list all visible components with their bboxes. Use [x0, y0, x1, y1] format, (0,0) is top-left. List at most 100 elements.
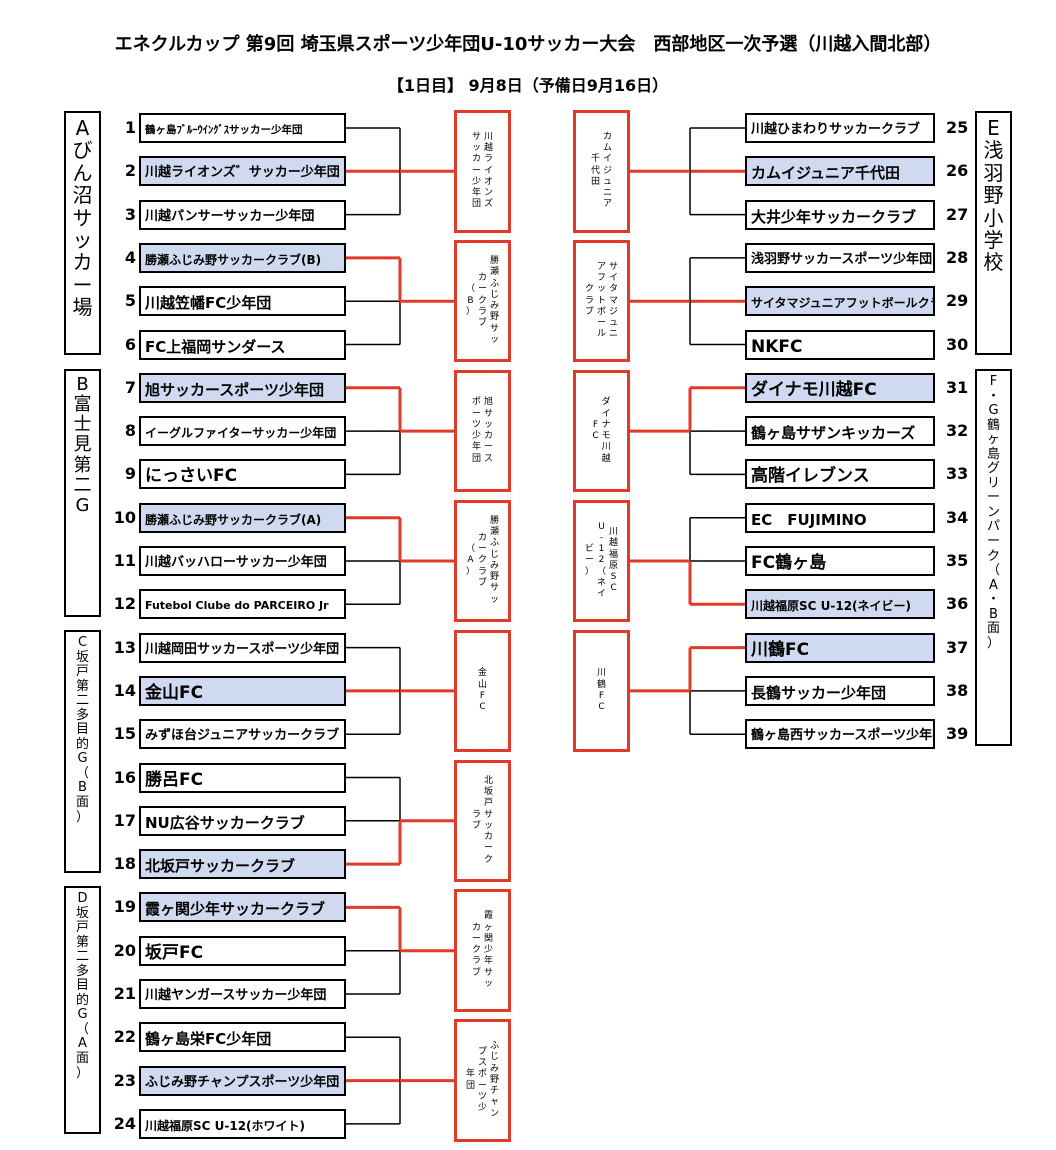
winner-char: ッ [596, 284, 606, 295]
winner-char: ル [596, 329, 606, 340]
team-number: 10 [113, 507, 136, 527]
winner-char: ニ [609, 329, 619, 340]
winner-char: ブ [477, 318, 487, 329]
venue-label-char: 的 [75, 736, 89, 752]
winner-char: 田 [590, 176, 600, 187]
team-box: Futebol Clube do PARCEIRO Jr [139, 589, 346, 620]
venue-label-char: 戸 [75, 920, 89, 936]
venue-label-char: 場 [72, 295, 93, 320]
team-number: 26 [946, 161, 969, 181]
winner-char: カ [471, 154, 481, 165]
venue-label-char: 的 [75, 992, 89, 1008]
winner-char: 年 [471, 188, 481, 199]
winner-char: カ [477, 273, 487, 284]
winner-char: 勝 [490, 515, 500, 526]
venue-label-char: パ [986, 519, 1000, 535]
winner-char: ） [584, 566, 594, 577]
winner-char: C [598, 702, 605, 713]
winner-char: 北 [484, 775, 494, 786]
winner-char: イ [484, 165, 494, 176]
winner-text-column: 勝瀬ふじみ野サッ [490, 256, 499, 346]
venue-label-char: ン [986, 504, 1000, 520]
venue-label-char: 見 [73, 434, 92, 456]
venue-label-char: 目 [75, 978, 89, 994]
winner-text-column: ふじみ野チャン [490, 1041, 499, 1120]
winner-char: 瀬 [490, 527, 500, 538]
team-box: 霞ヶ関少年サッカークラブ [139, 892, 346, 923]
team-box: 金山FC [139, 675, 346, 706]
venue-label-char: B [78, 780, 87, 796]
winner-char: F [598, 690, 605, 701]
winner-char: 鶴 [596, 679, 606, 690]
winner-char: サ [471, 131, 481, 142]
winner-char: 川 [484, 131, 494, 142]
venue-label-char: 士 [73, 414, 92, 436]
group-winner-box: カムイジュニア千代田 [573, 110, 630, 233]
team-box: カムイジュニア千代田 [745, 156, 935, 187]
winner-char: 代 [590, 165, 600, 176]
venue-label-char: E [987, 116, 1000, 140]
winner-char: ー [477, 544, 487, 555]
team-number: 12 [113, 594, 136, 614]
venue-label-char: 面 [75, 795, 89, 811]
winner-char: ブ [471, 967, 481, 978]
winner-char: じ [490, 289, 500, 300]
winner-text-column: ラブ [472, 810, 481, 833]
winner-char: ク [584, 284, 594, 295]
winner-char: サ [490, 323, 500, 334]
venue-label-char: 面 [986, 621, 1000, 637]
team-box: 高階イレブンス [745, 459, 935, 490]
team-number: 25 [946, 118, 969, 137]
venue-label-char: 坂 [75, 649, 89, 665]
venue-label-char: リ [986, 475, 1000, 491]
team-box: 勝瀬ふじみ野サッカークラブ(A) [139, 502, 346, 533]
winner-char: F [592, 419, 599, 430]
winner-text-column: 千代田 [591, 154, 600, 188]
winner-char: ラ [584, 295, 594, 306]
winner-char: ツ [477, 1091, 487, 1102]
winner-char: ア [596, 261, 606, 272]
winner-char: カ [471, 922, 481, 933]
team-number: 5 [124, 291, 136, 311]
venue-label-char: ん [72, 160, 93, 185]
team-box: 川越福原SC U-12(ネイビー) [745, 589, 935, 620]
venue-label-char: （ [75, 765, 89, 781]
winner-char: F [479, 690, 486, 701]
winner-text-column: カークラブ [478, 533, 487, 589]
winner-text-column: クラブ [585, 284, 594, 318]
team-box: 勝呂FC [139, 762, 346, 793]
winner-char: み [490, 560, 500, 571]
winner-char: ュ [603, 176, 613, 187]
winner-char: ネ [596, 577, 606, 588]
winner-char: 霞 [484, 911, 494, 922]
team-box: 川越バッハローサッカー少年団 [139, 546, 346, 576]
venue-label-char: B [989, 606, 998, 622]
winner-char: 川 [601, 442, 611, 453]
winner-char: ジ [609, 306, 619, 317]
winner-text-column: カムイジュニア [603, 132, 612, 211]
winner-char: 千 [590, 154, 600, 165]
venue-label-char: A [989, 577, 998, 593]
venue-label-char: 校 [983, 250, 1004, 275]
winner-char: ク [477, 295, 487, 306]
team-box: 浅羽野サッカースポーツ少年団 [745, 242, 935, 273]
winner-char: サ [484, 967, 494, 978]
venue-label-char: 二 [73, 474, 92, 496]
winner-char: イ [609, 273, 619, 284]
winner-char: タ [609, 284, 619, 295]
winner-char: ク [471, 945, 481, 956]
team-box: 長鶴サッカー少年団 [745, 675, 935, 706]
winner-char: ー [471, 933, 481, 944]
team-box: 大井少年サッカークラブ [745, 199, 935, 230]
venue-label-char: ） [75, 809, 89, 825]
venue-label-char: ー [986, 534, 1000, 550]
winner-char: ー [484, 843, 494, 854]
group-winner-box: 川越ライオンズサッカー少年団 [454, 110, 511, 233]
winner-char: ー [477, 284, 487, 295]
winner-text-column: ダイナモ川越 [602, 397, 611, 465]
